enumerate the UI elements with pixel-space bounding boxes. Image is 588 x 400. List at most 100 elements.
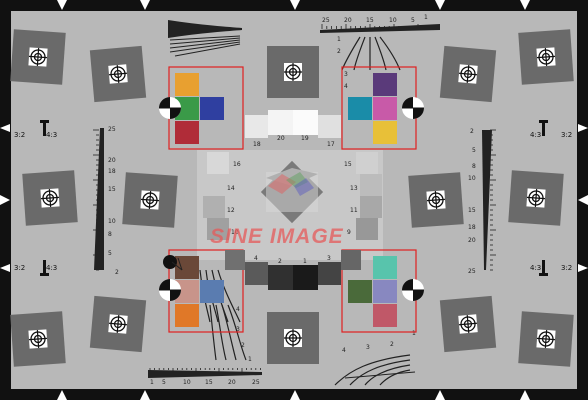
- grey-patch-10: [207, 218, 229, 240]
- scale-bl-label-2: 10: [183, 379, 191, 386]
- slanted-square: [408, 172, 464, 228]
- color-patch-tl-0: [175, 73, 199, 96]
- grey-patch-2: [268, 265, 293, 290]
- rv-label-5: 18: [468, 224, 476, 231]
- label-left-bot-43: 4:3: [46, 264, 57, 272]
- lv-label-3: 15: [108, 186, 116, 193]
- color-patch-br-3: [373, 304, 397, 327]
- grey-label-10: 10: [231, 229, 239, 236]
- grey-label-18: 18: [253, 141, 261, 148]
- color-patch-tl-2: [200, 97, 224, 120]
- slanted-square: [122, 172, 178, 228]
- registration-half-discs: [159, 97, 424, 301]
- wedge-bottom-left: [209, 304, 247, 361]
- grey-patch-1: [293, 265, 318, 290]
- edge-triangle: [140, 0, 150, 10]
- color-patch-bl-1: [175, 280, 199, 303]
- wedge-bl-label-2: 2: [241, 342, 245, 349]
- wedge-bottom-right: [334, 354, 411, 386]
- color-patch-bl-0: [175, 256, 199, 279]
- bottom-right-wedge: [344, 371, 416, 379]
- lv-label-7: 2: [115, 269, 119, 276]
- edge-triangle: [435, 0, 445, 10]
- color-patch-groups: [175, 73, 397, 327]
- dot-mark: [163, 255, 177, 269]
- edge-triangle: [140, 390, 150, 400]
- slanted-edge-squares: [10, 29, 574, 367]
- grey-label-17: 17: [327, 141, 335, 148]
- grey-label-3: 3: [327, 255, 331, 262]
- lv-label-1: 20: [108, 157, 116, 164]
- crosshair-target-icon: [40, 188, 60, 208]
- color-patch-br-2: [373, 280, 397, 303]
- grey-patch-15: [356, 152, 378, 174]
- grey-label-16: 16: [233, 161, 241, 168]
- grey-patch-17: [318, 115, 341, 138]
- crosshair-target-icon: [526, 188, 546, 208]
- edge-triangle: [290, 390, 300, 400]
- grey-patch-12: [203, 196, 225, 218]
- wedge-bl-label-3: 1: [248, 356, 252, 363]
- scale-tr-label-0: 25: [322, 17, 330, 24]
- grey-label-13: 13: [350, 185, 358, 192]
- scale-bl-label-4: 20: [228, 379, 236, 386]
- lv-label-0: 25: [108, 126, 116, 133]
- color-patch-br-1: [348, 280, 372, 303]
- grey-patches-right: 15 13 11 9: [344, 152, 382, 240]
- rv-label-3: 10: [468, 175, 476, 182]
- grey-patch-5: [341, 250, 361, 270]
- color-patch-tr-0: [373, 73, 397, 96]
- lv-label-2: 18: [108, 168, 116, 175]
- slanted-square: [267, 46, 319, 98]
- grey-label-19: 19: [301, 135, 309, 142]
- wedge-tr-label-0: 1: [337, 36, 341, 43]
- grey-patch-4: [245, 262, 268, 285]
- color-group-br: [348, 256, 397, 327]
- crosshair-target-icon: [108, 314, 128, 334]
- grey-patch-16: [207, 152, 229, 174]
- edge-triangle: [0, 195, 10, 205]
- grey-label-14: 14: [227, 185, 235, 192]
- slanted-square: [439, 295, 497, 353]
- slanted-square: [10, 29, 66, 85]
- grey-label-4: 4: [254, 255, 258, 262]
- grey-label-20: 20: [277, 135, 285, 142]
- left-vertical-scale: 25 20 18 15 10 8 5 2: [93, 126, 119, 276]
- rv-label-7: 25: [468, 268, 476, 275]
- wedge-br-label-1: 3: [366, 344, 370, 351]
- watermark-text: SINE IMAGE: [210, 225, 344, 248]
- label-left-bot-32: 3:2: [14, 264, 25, 272]
- wedge-br-label-2: 2: [390, 341, 394, 348]
- left-small-wedge: [171, 257, 183, 271]
- scale-tr-label-1: 20: [344, 17, 352, 24]
- slanted-square: [508, 170, 564, 226]
- color-patch-bl-3: [175, 304, 199, 327]
- wedge-br-label-3: 1: [412, 330, 416, 337]
- color-patch-tr-3: [373, 121, 397, 144]
- grey-patch-3: [318, 262, 341, 285]
- grey-patch-11: [360, 196, 382, 218]
- grey-label-15: 15: [344, 161, 352, 168]
- color-patch-tl-1: [175, 97, 199, 120]
- color-patch-tr-1: [348, 97, 372, 120]
- grey-label-12: 12: [227, 207, 235, 214]
- color-group-tr: [348, 73, 397, 144]
- crosshair-target-icon: [458, 314, 478, 334]
- label-right-bot-43: 4:3: [530, 264, 541, 272]
- grey-patch-13: [360, 174, 382, 196]
- grey-label-11: 11: [350, 207, 358, 214]
- aspect-marks: 3:2 4:3 4:3 3:2 3:2 4:3 4:3 3:2: [0, 120, 588, 276]
- lv-label-6: 5: [108, 250, 112, 257]
- slanted-square: [22, 170, 78, 226]
- rv-label-1: 5: [472, 147, 476, 154]
- grey-patches-bottom: 4 2 1 3: [225, 250, 361, 290]
- slanted-square: [518, 311, 574, 367]
- grey-patch-18: [245, 115, 268, 138]
- grey-label-2: 2: [278, 258, 282, 265]
- slanted-square: [518, 29, 574, 85]
- slanted-square: [89, 45, 147, 103]
- edge-triangle: [57, 0, 67, 10]
- grey-label-1: 1: [303, 258, 307, 265]
